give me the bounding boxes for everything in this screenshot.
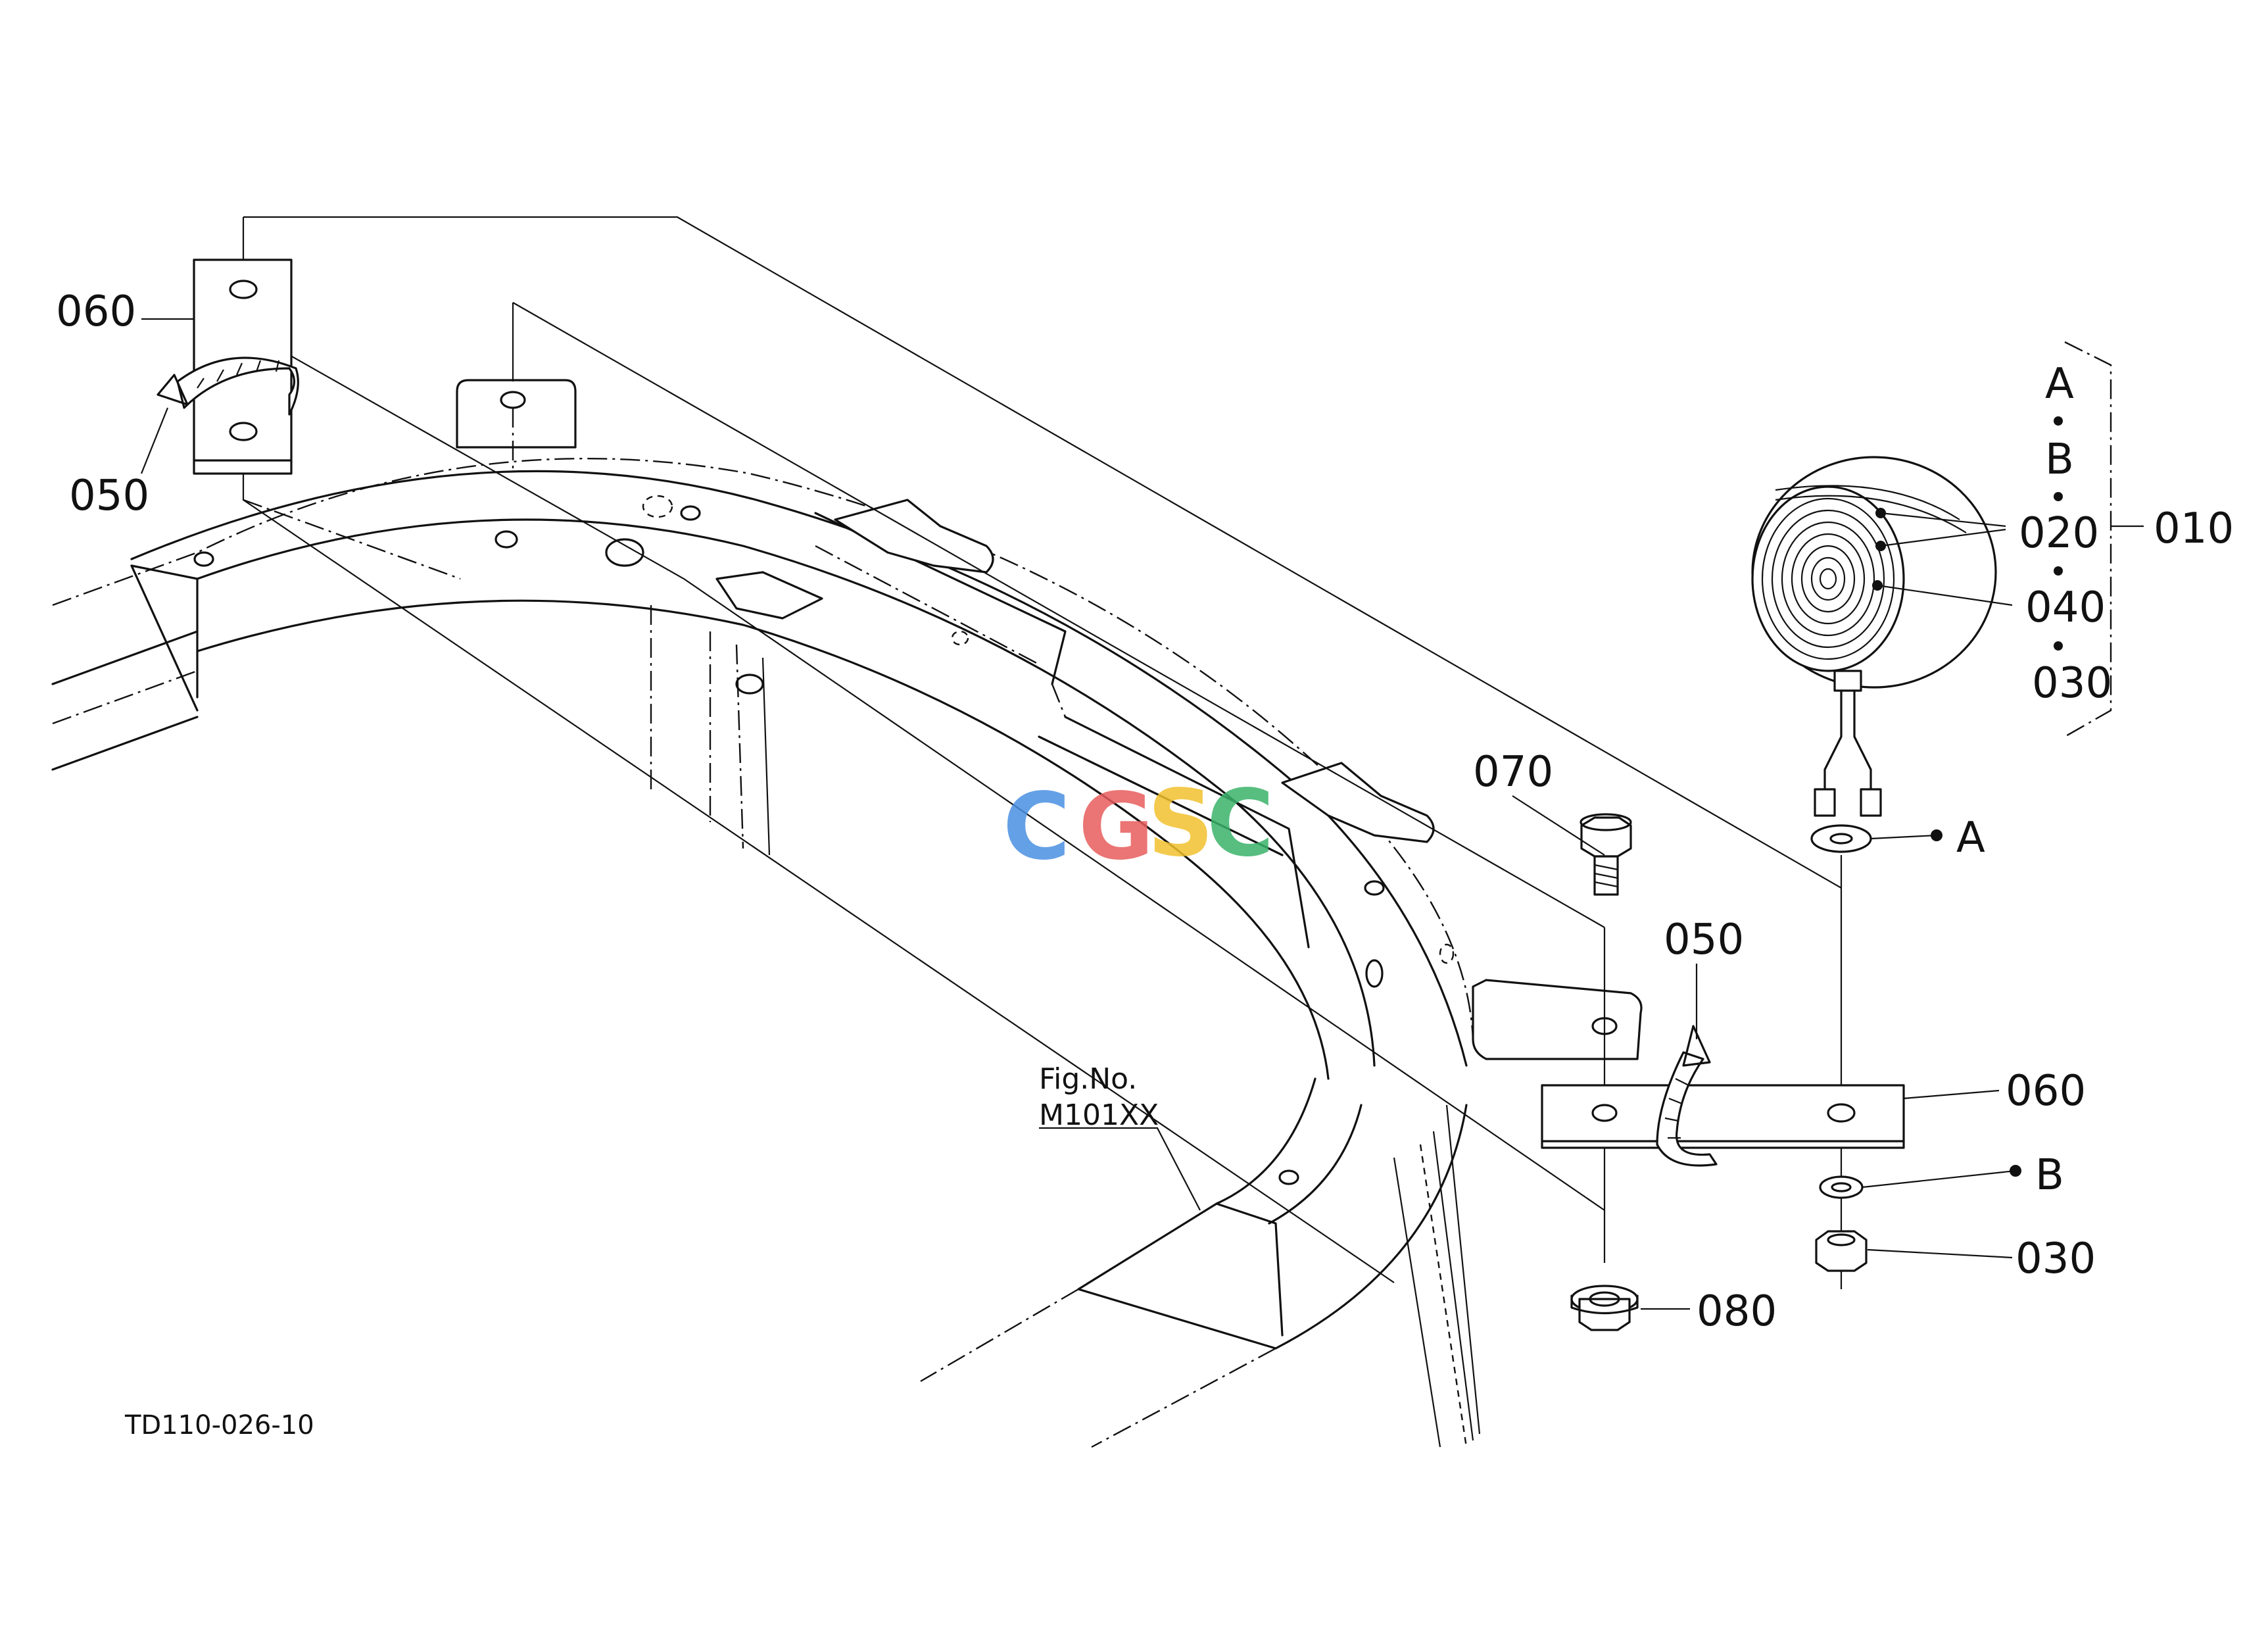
label-ref-a-stack: A bbox=[2045, 360, 2074, 408]
label-070: 070 bbox=[1473, 748, 1553, 797]
watermark-letter-3: S bbox=[1147, 770, 1214, 877]
cable-tie-050-right bbox=[1656, 1025, 1718, 1167]
work-lamp-010 bbox=[1751, 456, 1997, 817]
washer-a bbox=[1810, 824, 1872, 853]
label-050-left: 050 bbox=[69, 472, 149, 520]
label-060-left: 060 bbox=[56, 287, 136, 336]
part-labels: 060 050 070 050 060 080 030 A B A B 020 … bbox=[56, 287, 2234, 1440]
label-030: 030 bbox=[2015, 1235, 2096, 1283]
lockwasher-b bbox=[1819, 1175, 1864, 1199]
ref-stack-dots bbox=[2054, 416, 2063, 651]
cable-tie-050-left bbox=[157, 356, 299, 416]
nut-030 bbox=[1815, 1230, 1868, 1272]
label-leaders bbox=[140, 318, 2021, 1310]
label-ref-b-stack: B bbox=[2045, 435, 2074, 484]
fig-ref-line1: Fig.No. bbox=[1039, 1062, 1137, 1096]
watermark-letter-2: G bbox=[1078, 774, 1154, 881]
lamp-leaders bbox=[1872, 508, 2013, 606]
bracket-060-right bbox=[1541, 1084, 1905, 1149]
drawing-code: TD110-026-10 bbox=[124, 1410, 314, 1440]
label-040: 040 bbox=[2025, 583, 2106, 632]
rops-frame bbox=[51, 379, 1643, 1448]
label-010: 010 bbox=[2154, 504, 2234, 553]
watermark-letter-1: C bbox=[1003, 774, 1071, 881]
label-020: 020 bbox=[2019, 509, 2099, 558]
label-080: 080 bbox=[1697, 1287, 1777, 1336]
label-030-stack: 030 bbox=[2032, 659, 2112, 708]
watermark-logo: C G S C bbox=[1003, 770, 1274, 881]
group-bracket-010 bbox=[2064, 341, 2144, 738]
bolt-070 bbox=[1580, 813, 1632, 896]
watermark-letter-4: C bbox=[1207, 770, 1274, 877]
label-ref-b-lockwasher: B bbox=[2035, 1151, 2064, 1200]
assembly-lines bbox=[242, 216, 1843, 1289]
fig-ref-line2: M101XX bbox=[1039, 1098, 1159, 1132]
flange-nut-080 bbox=[1570, 1285, 1639, 1331]
label-060-right: 060 bbox=[2006, 1067, 2086, 1116]
label-ref-a-washer: A bbox=[1956, 814, 1985, 862]
label-050-right: 050 bbox=[1664, 916, 1744, 964]
